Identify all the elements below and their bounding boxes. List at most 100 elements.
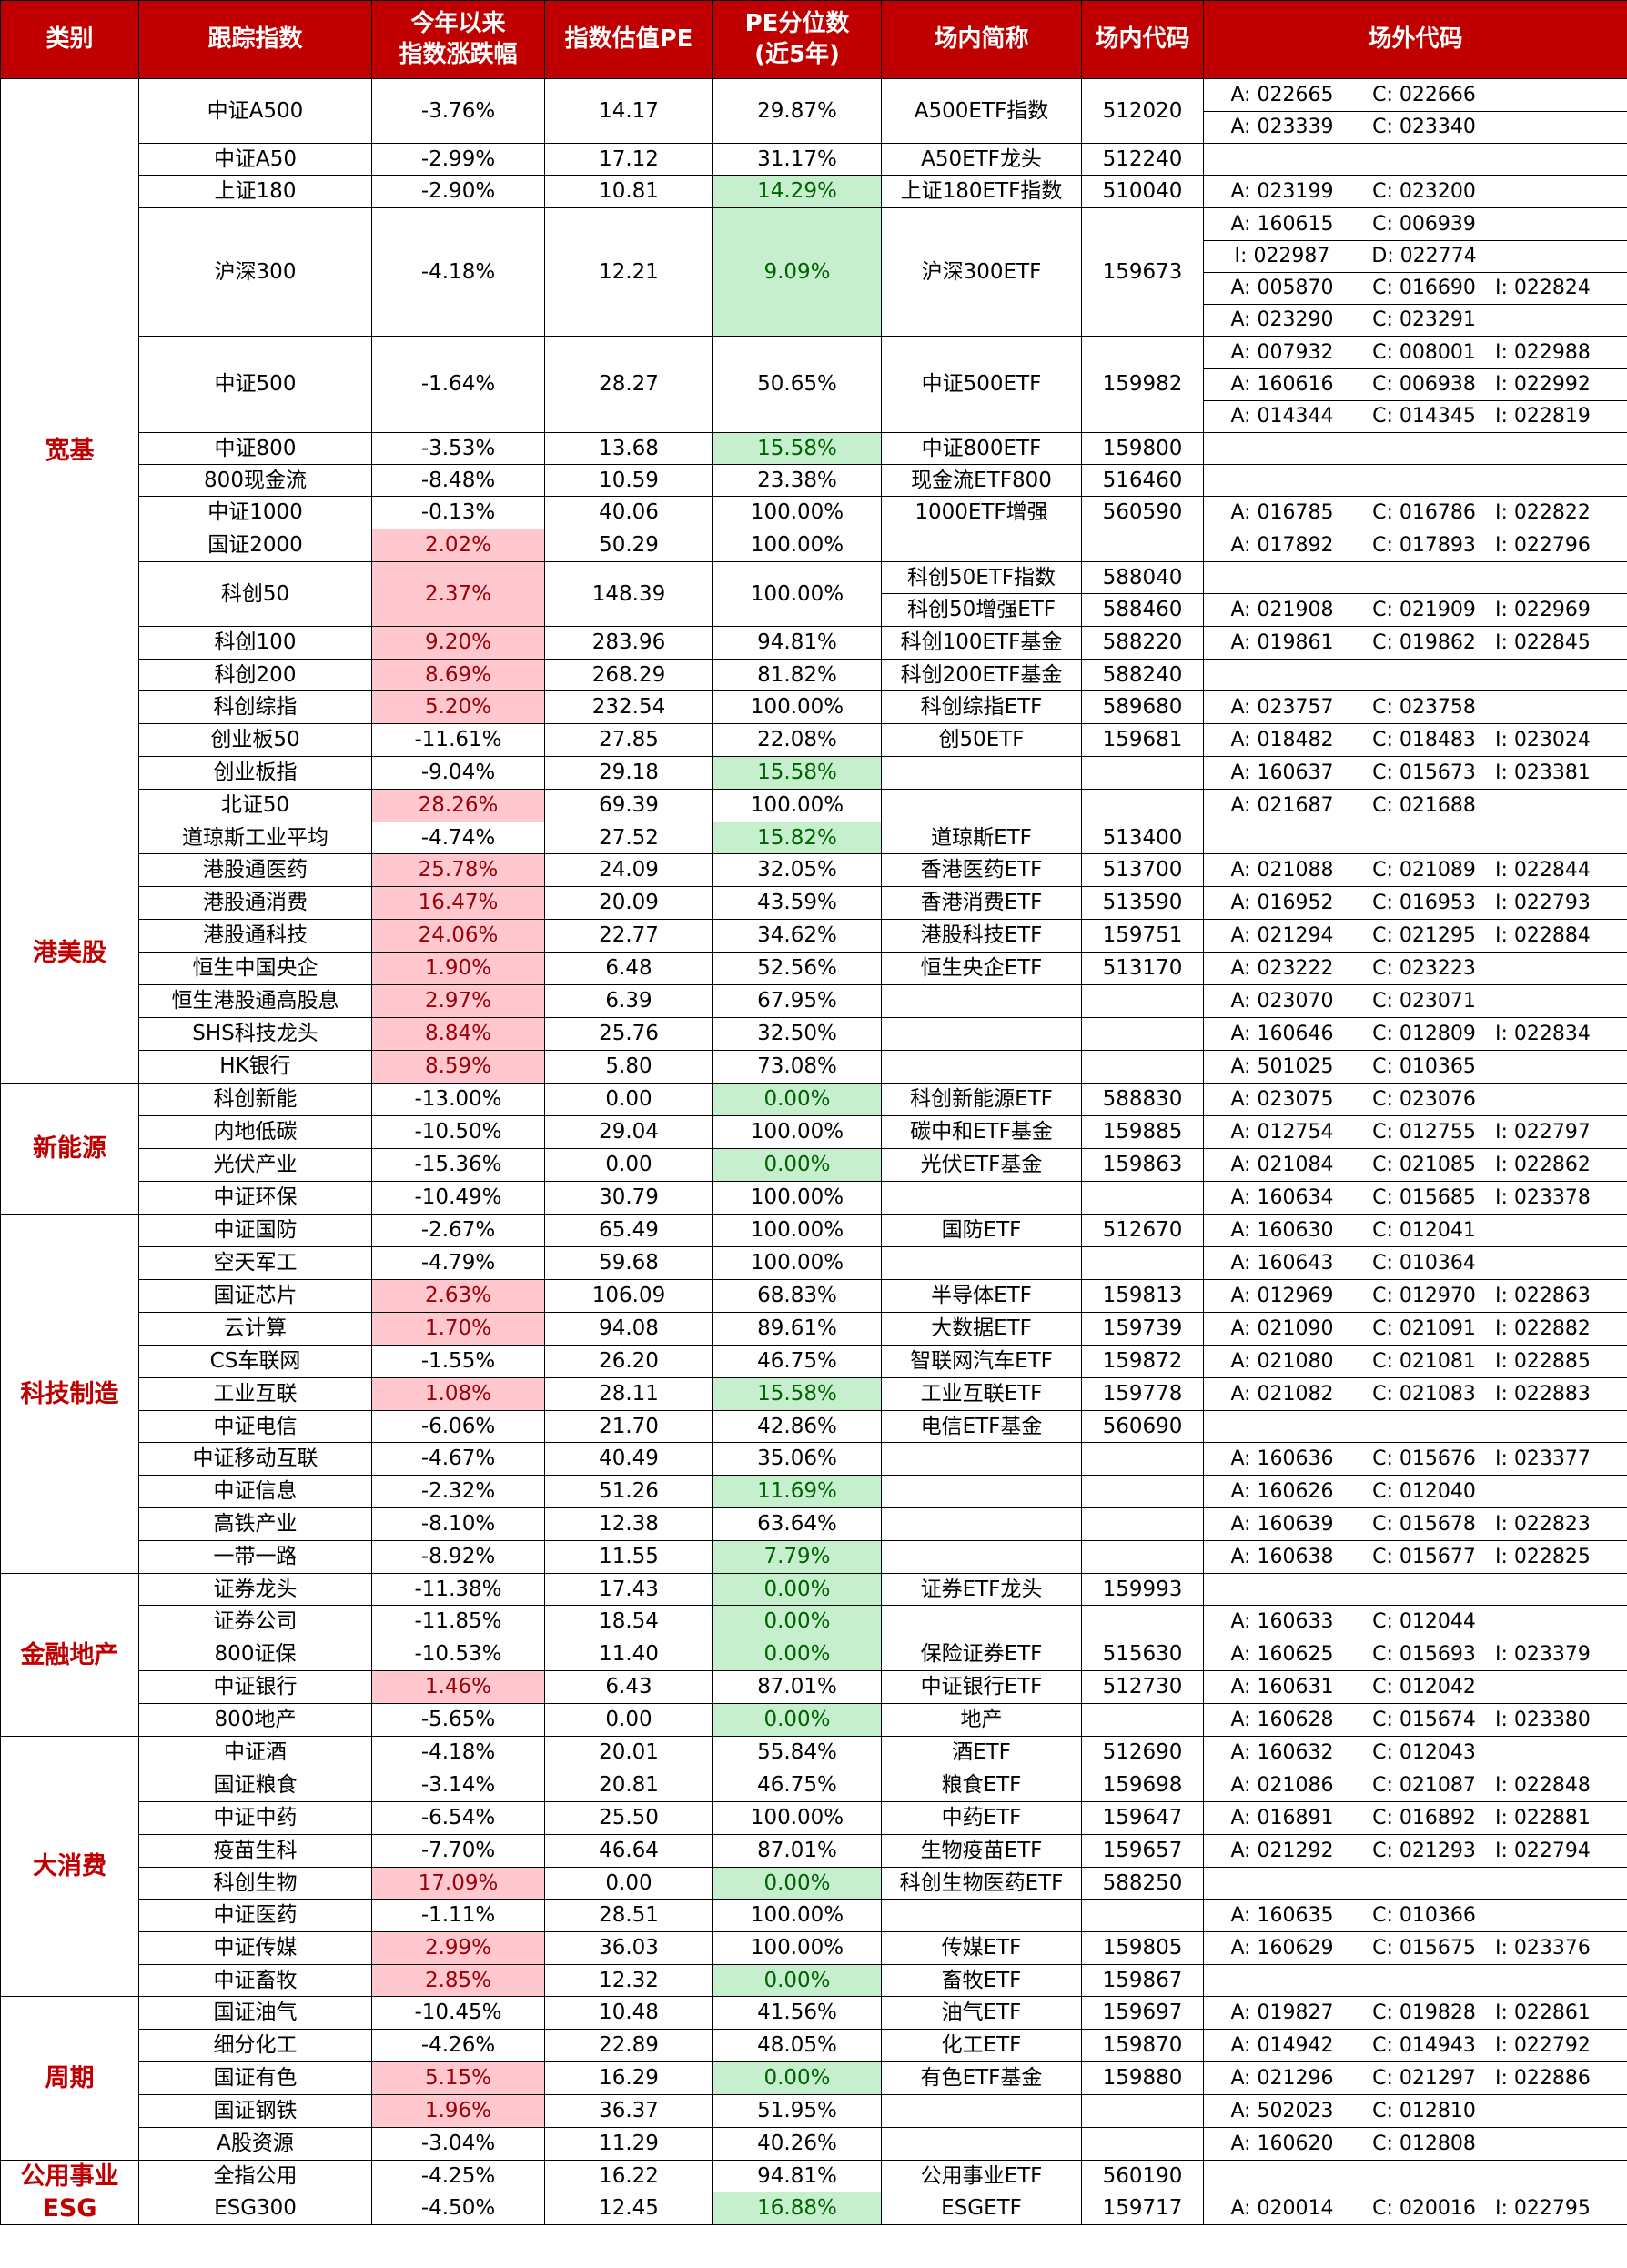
etf-name [881,1442,1082,1476]
etf-name: 1000ETF增强 [881,496,1082,529]
index-name: 恒生港股通高股息 [138,984,372,1018]
ytd-change: -7.70% [371,1834,545,1868]
otc-code: I: 022844 [1495,858,1591,882]
otc-code: I: 022793 [1495,891,1591,914]
otc-code: A: 021908 [1230,598,1334,621]
otc-code: A: 012969 [1230,1284,1334,1307]
etf-code [1081,789,1204,822]
header-etf-name: 场内简称 [881,0,1082,79]
etf-name: A50ETF龙头 [881,143,1082,176]
etf-name: 碳中和ETF基金 [881,1115,1082,1149]
pe-percentile: 15.58% [712,756,882,790]
otc-code: C: 012970 [1372,1284,1476,1307]
ytd-change: 28.26% [371,789,545,822]
otc-code: I: 022988 [1495,340,1591,364]
etf-name: 酒ETF [881,1736,1082,1769]
otc-code: C: 012043 [1372,1740,1476,1764]
pe-value: 12.45 [544,2192,713,2225]
pe-percentile: 0.00% [712,1605,882,1638]
pe-percentile: 7.79% [712,1540,882,1574]
pe-value: 20.81 [544,1769,713,1802]
pe-percentile: 100.00% [712,1899,882,1932]
otc-code: C: 012044 [1372,1609,1476,1633]
otc-code-cell [1203,1573,1627,1606]
header-otc-code: 场外代码 [1203,0,1627,79]
pe-percentile: 100.00% [712,1115,882,1149]
ytd-change: -11.61% [371,723,545,757]
otc-code: D: 022774 [1371,245,1477,267]
etf-name: 香港消费ETF [881,886,1082,920]
pe-percentile: 0.00% [712,1148,882,1182]
index-name: 港股通医药 [138,853,372,887]
index-name: 国证钢铁 [138,2094,372,2128]
etf-code: 513700 [1081,853,1204,887]
pe-value: 12.32 [544,1964,713,1997]
etf-code: 159982 [1081,336,1204,433]
ytd-change: 17.09% [371,1867,545,1900]
etf-code [1081,1703,1204,1737]
etf-name: 科创生物医药ETF [881,1867,1082,1900]
index-name: 光伏产业 [138,1148,372,1182]
otc-code: A: 021090 [1230,1316,1334,1340]
otc-code: C: 019828 [1372,2001,1476,2024]
otc-code: A: 012754 [1230,1120,1334,1144]
category-cell: 宽基 [0,78,139,822]
otc-code: C: 023291 [1372,308,1476,331]
pe-percentile: 81.82% [712,659,882,691]
ytd-change: 2.85% [371,1964,545,1997]
ytd-change: 5.20% [371,690,545,724]
etf-name [881,1605,1082,1638]
index-name: 中证环保 [138,1181,372,1215]
pe-value: 6.43 [544,1670,713,1704]
etf-code [1081,984,1204,1018]
etf-code: 512690 [1081,1736,1204,1769]
otc-code: A: 160639 [1230,1512,1334,1536]
etf-code [1081,1246,1204,1280]
ytd-change: 2.02% [371,529,545,562]
category-cell: 金融地产 [0,1573,139,1737]
pe-percentile: 100.00% [712,529,882,562]
pe-value: 13.68 [544,432,713,465]
otc-code: C: 012808 [1372,2132,1476,2155]
otc-code: A: 021082 [1230,1382,1334,1406]
otc-code: C: 023223 [1372,956,1476,980]
etf-name: 光伏ETF基金 [881,1148,1082,1182]
otc-code: I: 022987 [1234,245,1330,267]
otc-code: C: 012809 [1372,1022,1476,1045]
index-name: ESG300 [138,2192,372,2225]
otc-code: A: 160637 [1230,761,1334,784]
pe-value: 268.29 [544,659,713,691]
otc-code: A: 160635 [1230,1903,1334,1927]
header-label: 场内代码 [1095,25,1190,53]
pe-value: 12.38 [544,1507,713,1541]
pe-percentile: 0.00% [712,1083,882,1116]
pe-percentile: 100.00% [712,496,882,529]
pe-value: 46.64 [544,1834,713,1868]
index-name: 中证医药 [138,1899,372,1932]
pe-value: 65.49 [544,1214,713,1247]
etf-code [1081,1899,1204,1932]
otc-code: A: 023339 [1230,116,1334,138]
ytd-change: -6.06% [371,1410,545,1443]
